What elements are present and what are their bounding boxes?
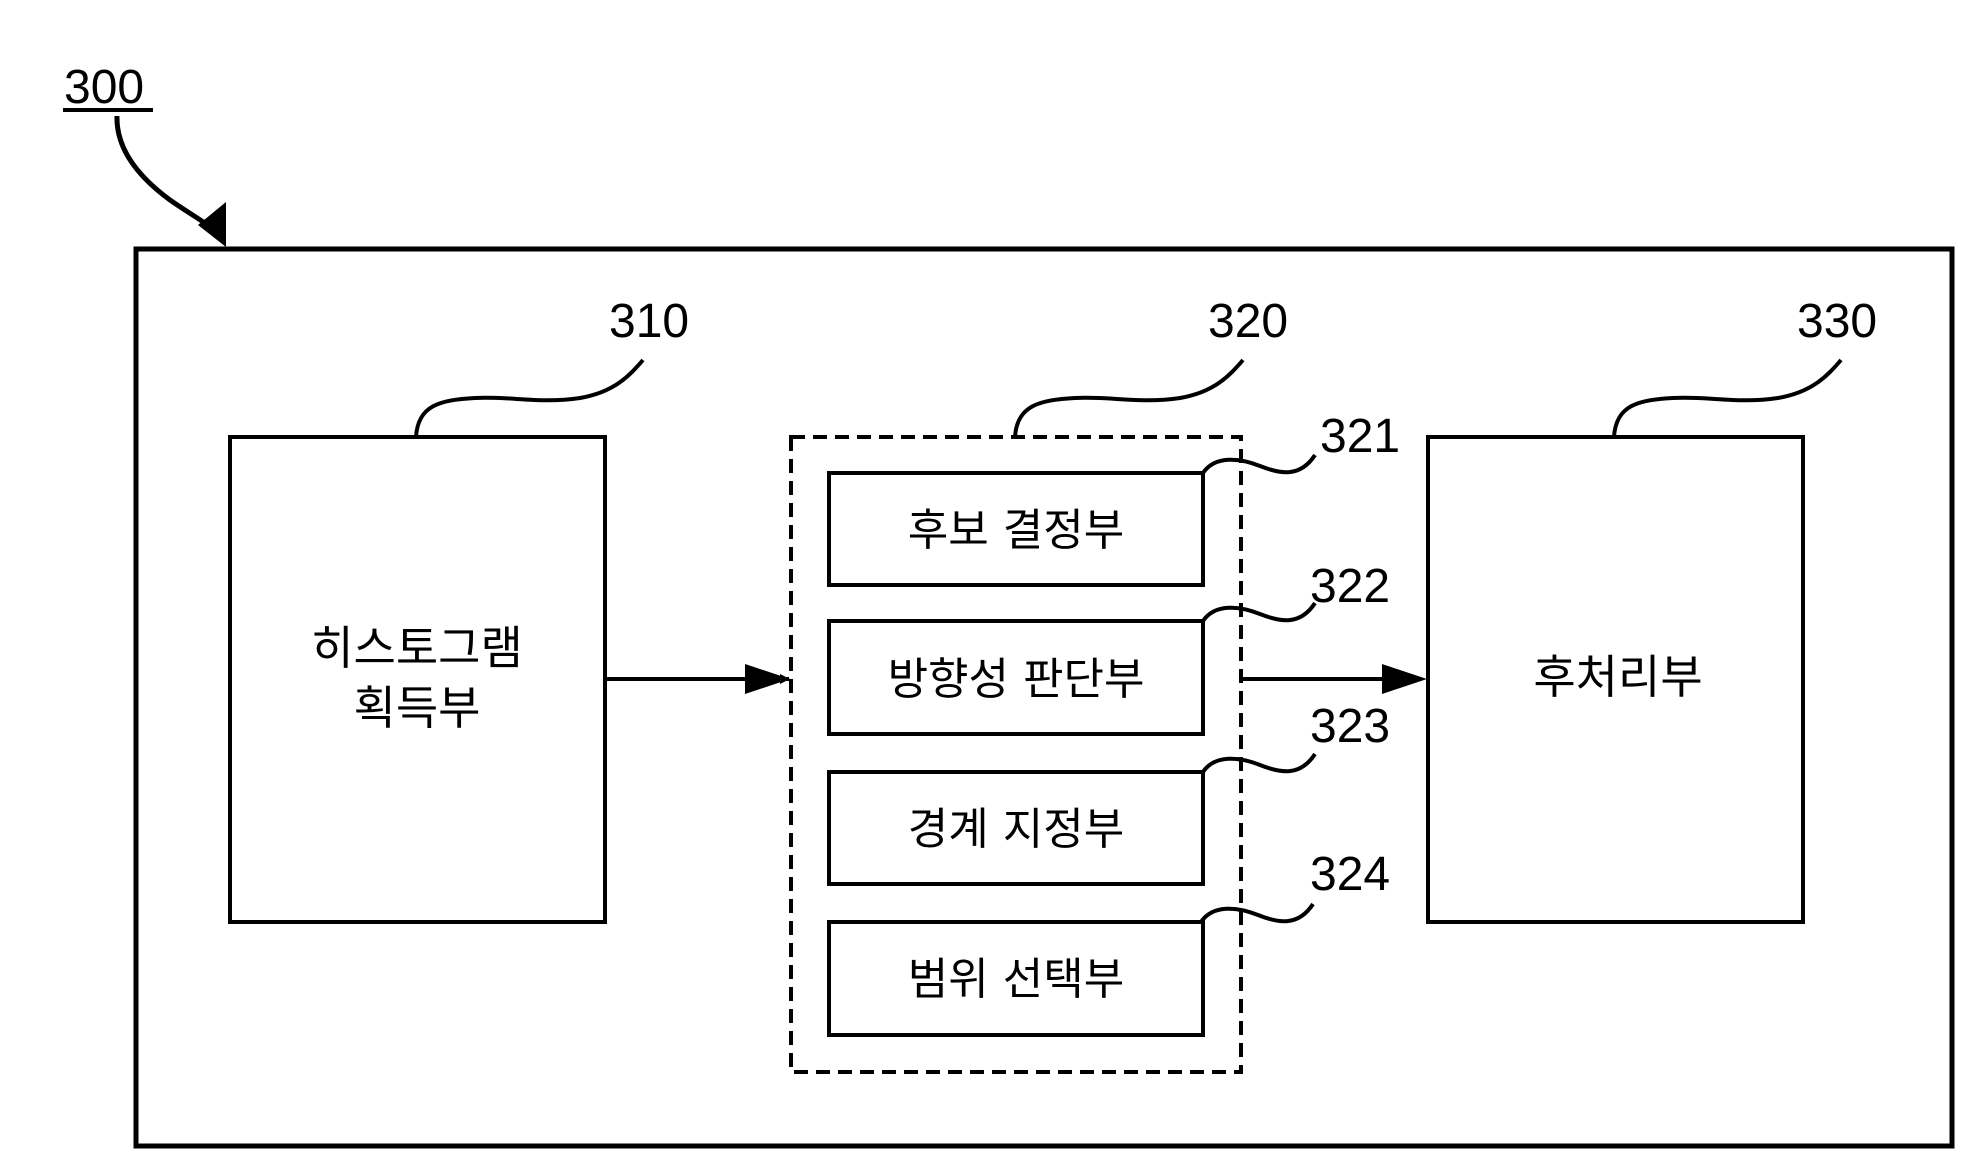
ref-pointer-arrowhead: [198, 202, 226, 247]
boundary-unit-ref: 323: [1310, 700, 1390, 753]
range-unit-ref: 324: [1310, 848, 1390, 901]
candidate-unit-ref: 321: [1320, 410, 1400, 463]
directionality-leader-line: [1201, 601, 1317, 623]
postprocess-block-label: 후처리부: [1533, 650, 1702, 704]
histogram-leader-line: [414, 358, 645, 438]
range-leader-line: [1199, 902, 1315, 924]
processor-leader-line: [1013, 358, 1245, 438]
boundary-designation-unit: [827, 770, 1205, 886]
postprocess-block-ref: 330: [1797, 295, 1877, 348]
range-unit-label: 범위 선택부: [908, 954, 1124, 1005]
histogram-block-ref: 310: [609, 295, 689, 348]
histogram-acquisition-block: [228, 435, 607, 924]
directionality-unit-label: 방향성 판단부: [888, 654, 1145, 705]
histogram-block-label-line1: 히스토그램: [311, 621, 523, 675]
postprocess-leader-line: [1612, 358, 1843, 438]
system-box: [133, 246, 1955, 1149]
arrowhead-1: [745, 664, 790, 694]
arrowhead-2: [1382, 664, 1427, 694]
candidate-leader-line: [1201, 453, 1317, 475]
range-selection-unit: [827, 920, 1205, 1037]
boundary-unit-label: 경계 지정부: [908, 804, 1124, 855]
directionality-unit-ref: 322: [1310, 560, 1390, 613]
candidate-unit-label: 후보 결정부: [908, 505, 1124, 556]
boundary-leader-line: [1201, 752, 1317, 774]
figure-ref-label: 300: [64, 61, 144, 114]
processor-group-ref: 320: [1208, 295, 1288, 348]
histogram-block-label-line2: 획득부: [354, 681, 481, 735]
candidate-determination-unit: [827, 471, 1205, 587]
ref-pointer-line: [114, 115, 216, 232]
directionality-judgment-unit: [827, 619, 1205, 736]
